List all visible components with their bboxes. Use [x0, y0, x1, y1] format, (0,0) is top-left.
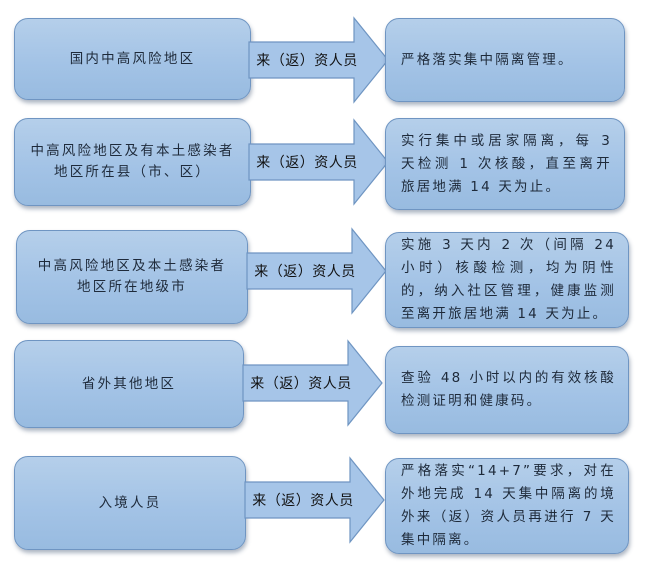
connector-arrow: 来（返）资人员	[248, 16, 390, 104]
policy-box-centralized-quarantine: 严格落实集中隔离管理。	[385, 18, 625, 102]
connector-label: 来（返）资人员	[252, 493, 354, 509]
source-label: 中高风险地区及本土感染者地区所在地级市	[37, 258, 227, 295]
policy-text: 严格落实集中隔离管理。	[401, 51, 574, 68]
policy-text: 严格落实“14+7”要求，对在外地完成 14 天集中隔离的境外来（返）资人员再进…	[401, 463, 616, 548]
connector-arrow: 来（返）资人员	[248, 118, 390, 206]
source-label: 入境人员	[98, 494, 162, 511]
source-box-domestic-high-risk: 国内中高风险地区	[14, 18, 251, 100]
connector-label: 来（返）资人员	[256, 53, 358, 69]
source-label: 中高风险地区及有本土感染者地区所在县（市、区）	[30, 143, 235, 180]
policy-text: 实行集中或居家隔离，每 3 天检测 1 次核酸，直至离开旅居地满 14 天为止。	[401, 132, 612, 195]
source-label: 省外其他地区	[81, 375, 177, 392]
policy-text: 查验 48 小时以内的有效核酸检测证明和健康码。	[401, 370, 616, 409]
right-arrow-icon	[248, 16, 389, 104]
connector-arrow: 来（返）资人员	[246, 227, 388, 315]
policy-box-home-quarantine: 实行集中或居家隔离，每 3 天检测 1 次核酸，直至离开旅居地满 14 天为止。	[385, 118, 625, 210]
connector-arrow: 来（返）资人员	[244, 456, 386, 544]
policy-text: 实施 3 天内 2 次（间隔 24 小时）核酸检测，均为阴性的，纳入社区管理，健…	[401, 237, 616, 322]
connector-arrow: 来（返）资人员	[242, 339, 384, 427]
connector-label: 来（返）资人员	[250, 376, 352, 392]
source-box-inbound-travelers: 入境人员	[14, 456, 246, 550]
policy-box-nucleic-test: 实施 3 天内 2 次（间隔 24 小时）核酸检测，均为阴性的，纳入社区管理，健…	[385, 232, 629, 328]
source-box-other-provinces: 省外其他地区	[14, 340, 244, 428]
right-arrow-icon	[242, 339, 383, 427]
right-arrow-icon	[246, 227, 387, 315]
policy-box-14-plus-7: 严格落实“14+7”要求，对在外地完成 14 天集中隔离的境外来（返）资人员再进…	[385, 458, 629, 554]
source-box-county: 中高风险地区及有本土感染者地区所在县（市、区）	[14, 118, 251, 206]
right-arrow-icon	[248, 118, 389, 206]
connector-label: 来（返）资人员	[254, 264, 356, 280]
source-label: 国内中高风险地区	[69, 50, 196, 67]
connector-label: 来（返）资人员	[256, 155, 358, 171]
source-box-prefecture-city: 中高风险地区及本土感染者地区所在地级市	[16, 230, 248, 324]
policy-box-check-certificate: 查验 48 小时以内的有效核酸检测证明和健康码。	[385, 346, 629, 434]
right-arrow-icon	[244, 456, 385, 544]
